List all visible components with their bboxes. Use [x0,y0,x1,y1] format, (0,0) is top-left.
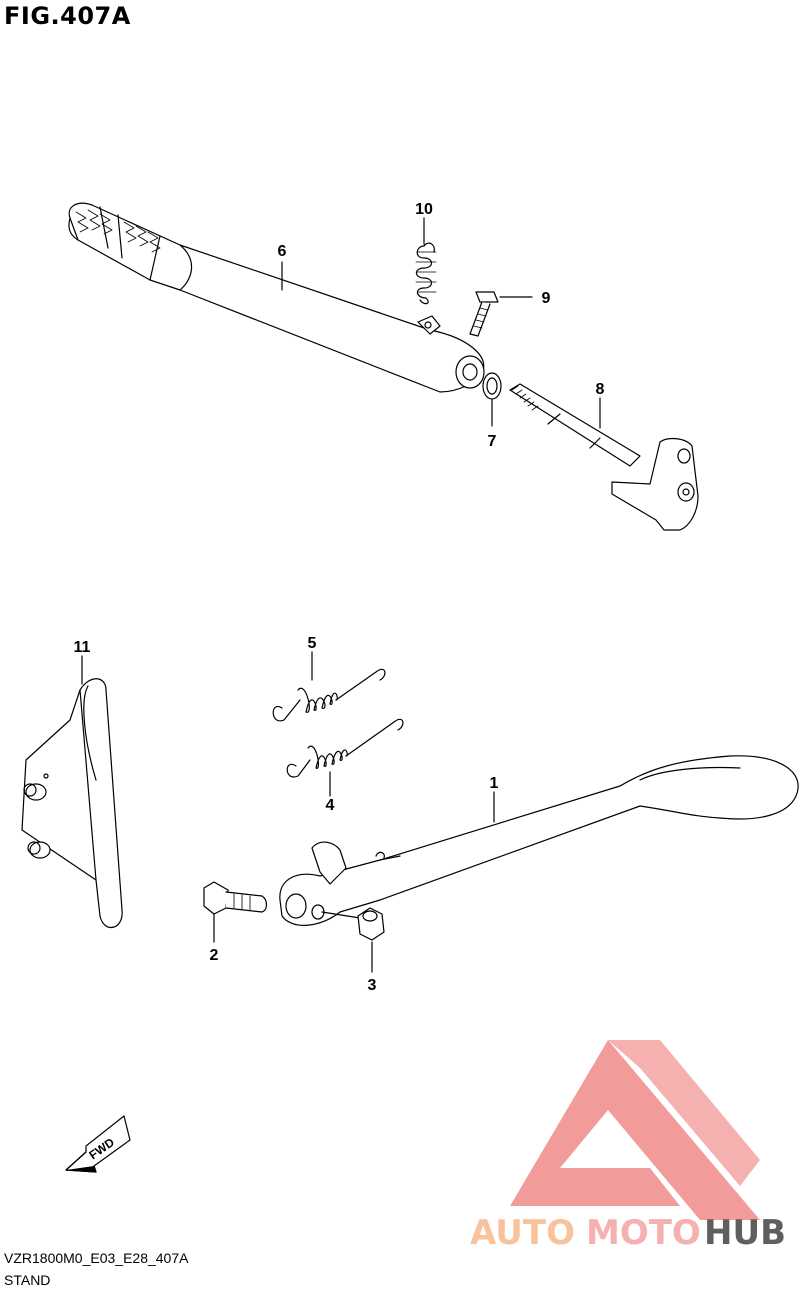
fwd-arrow-icon [65,1115,131,1173]
callout-8: 8 [596,381,605,398]
watermark-text-auto: AUTO [470,1213,575,1253]
callout-10: 10 [415,201,433,218]
callout-7: 7 [488,433,497,450]
figure-name: STAND [4,1272,51,1288]
part-4-spring [286,718,404,778]
part-10-spring [415,242,437,305]
watermark-text-hub: HUB [704,1213,786,1253]
callout-5: 5 [308,635,317,652]
callout-11: 11 [74,639,91,656]
part-2-bolt [203,881,268,915]
figure-title: FIG.407A [4,2,131,30]
part-3-nut [357,907,385,941]
part-11-bracket [21,678,123,928]
callout-9: 9 [542,290,551,307]
callout-3: 3 [368,977,377,994]
callout-4: 4 [326,797,335,814]
part-5-spring [272,668,386,722]
part-9-bolt [469,291,499,337]
watermark-text-moto: MOTO [586,1213,701,1253]
part-1-side-stand [279,755,799,926]
callout-1: 1 [490,775,499,792]
watermark-triangle-icon [510,1040,760,1220]
part-6-stand-bar [68,202,485,393]
figure-code: VZR1800M0_E03_E28_407A [4,1250,189,1266]
part-7-washer [482,372,502,400]
callout-6: 6 [278,243,287,260]
callout-2: 2 [210,947,219,964]
watermark-logo: AUTO MOTO HUB [470,1040,786,1253]
part-8-shaft [509,383,699,531]
